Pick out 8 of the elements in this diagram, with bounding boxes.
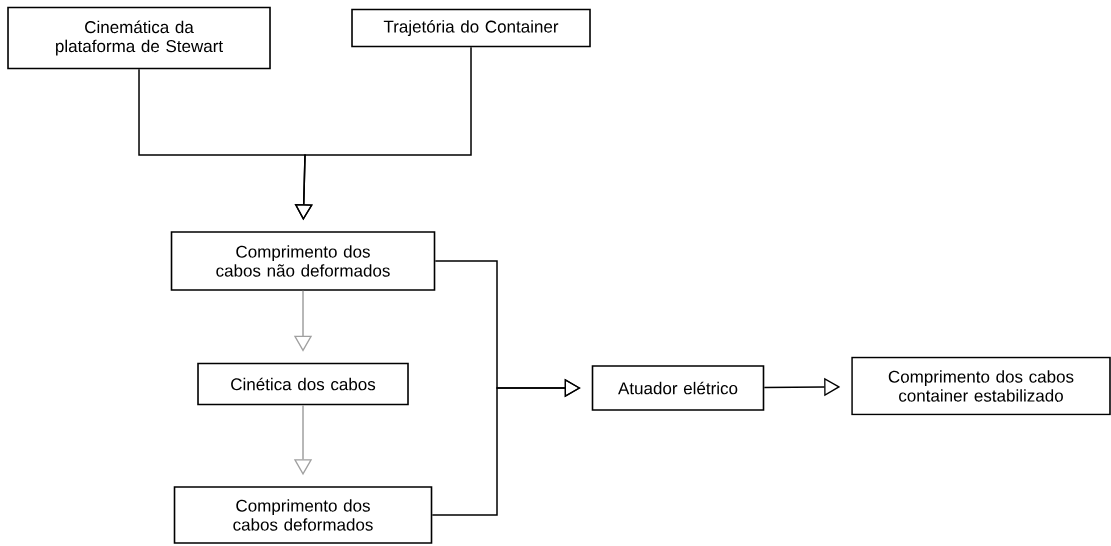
arrow bbox=[431, 378, 581, 516]
process-box: Trajetória do Container bbox=[351, 8, 591, 48]
process-box: Comprimento dos cabos não deformados bbox=[170, 231, 436, 291]
process-box: Cinética dos cabos bbox=[197, 362, 409, 406]
process-box: Atuador elétrico bbox=[591, 365, 765, 411]
process-box: Cinemática da plataforma de Stewart bbox=[7, 6, 271, 70]
process-box: Comprimento dos cabos container estabilizado bbox=[851, 356, 1111, 416]
process-box: Comprimento dos cabos deformados bbox=[173, 486, 433, 544]
